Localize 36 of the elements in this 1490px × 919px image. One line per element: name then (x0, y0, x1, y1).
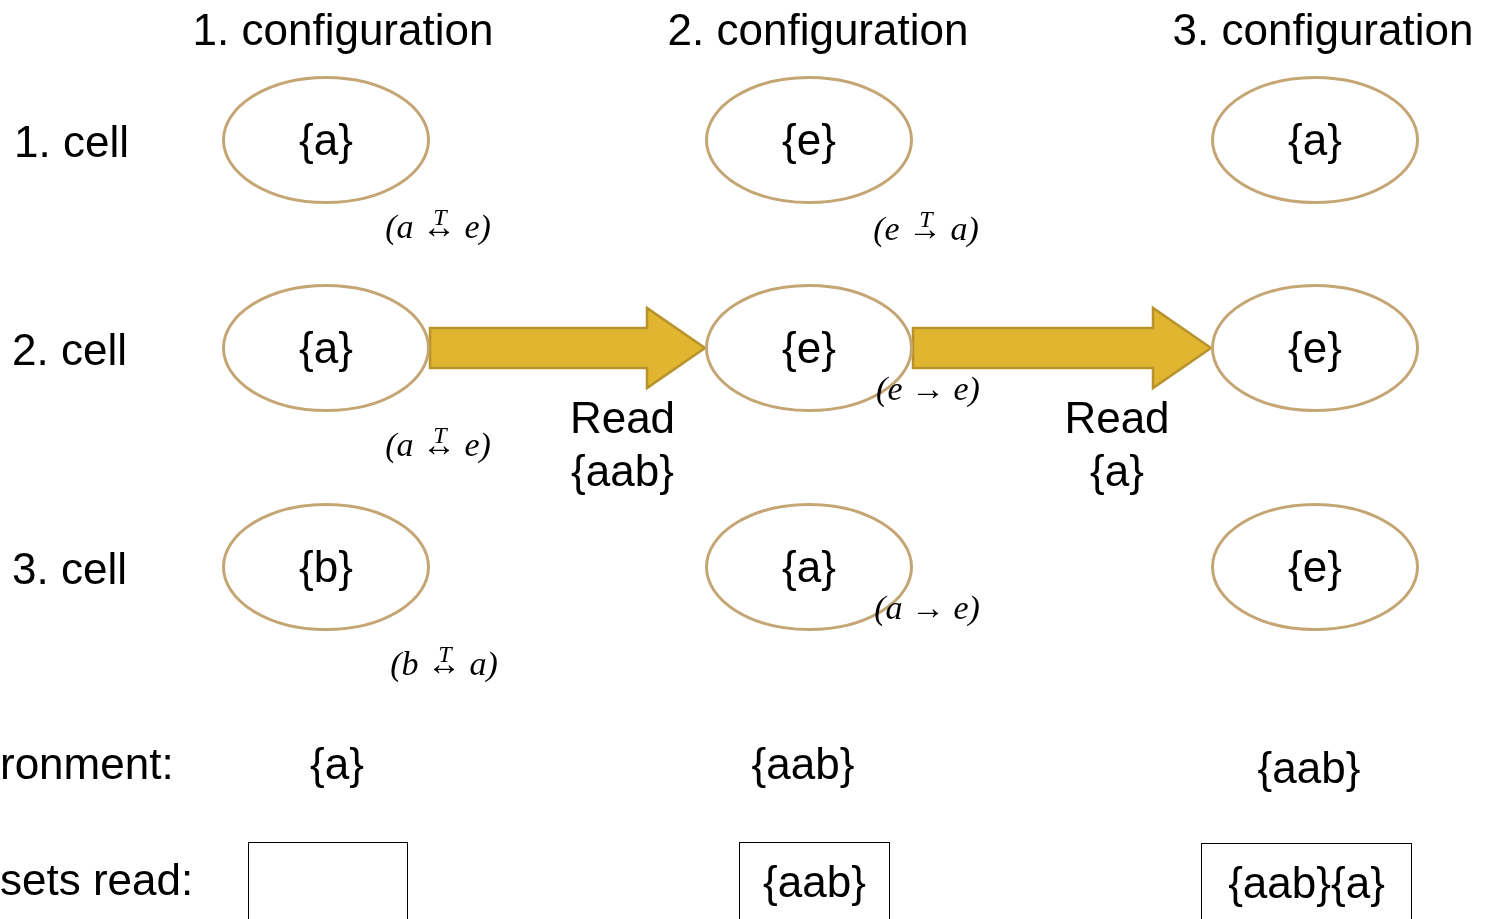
cell-content: {aab}{a} (1227, 858, 1386, 908)
block-arrow (911, 305, 1214, 391)
cell-content: {e} (781, 323, 837, 373)
row-label: sets read: (0, 858, 194, 902)
transition-label: (b ↔$^{T}$ a) (390, 645, 498, 683)
cell-content: {aab} (762, 857, 867, 907)
column-heading: 3. configuration (1172, 8, 1474, 52)
environment-value: {a} (310, 742, 364, 786)
cell-content: {a} (1287, 115, 1343, 165)
cell-content: {e} (1287, 323, 1343, 373)
row-label: 1. cell (14, 120, 129, 164)
transition-label: (a ↔$^{T}$ e) (385, 426, 491, 464)
column-heading: 2. configuration (667, 8, 969, 52)
transition-label: (e →$^{T}$ a) (873, 210, 979, 248)
cell-content: {a} (298, 115, 354, 165)
cell-ellipse (1211, 503, 1419, 631)
cell-content: {e} (1287, 542, 1343, 592)
sets-read-box (248, 842, 408, 919)
row-label: 2. cell (12, 328, 127, 372)
row-label: ronment: (0, 742, 174, 786)
column-heading: 1. configuration (192, 8, 494, 52)
block-arrow (428, 305, 708, 391)
transition-label: (e → e) (876, 370, 980, 408)
cell-content: {a} (781, 542, 837, 592)
row-label: 3. cell (12, 547, 127, 591)
transition-label: (a ↔$^{T}$ e) (385, 208, 491, 246)
sets-read-box (739, 842, 890, 919)
environment-value: {aab} (1257, 746, 1361, 790)
cell-content: {a} (298, 323, 354, 373)
cell-ellipse (1211, 76, 1419, 204)
sets-read-box (1201, 843, 1412, 919)
environment-value: {aab} (751, 742, 855, 786)
cell-ellipse (1211, 284, 1419, 412)
cell-content: {e} (781, 115, 837, 165)
cell-content: {b} (298, 542, 354, 592)
transition-label: (a → e) (874, 589, 980, 627)
